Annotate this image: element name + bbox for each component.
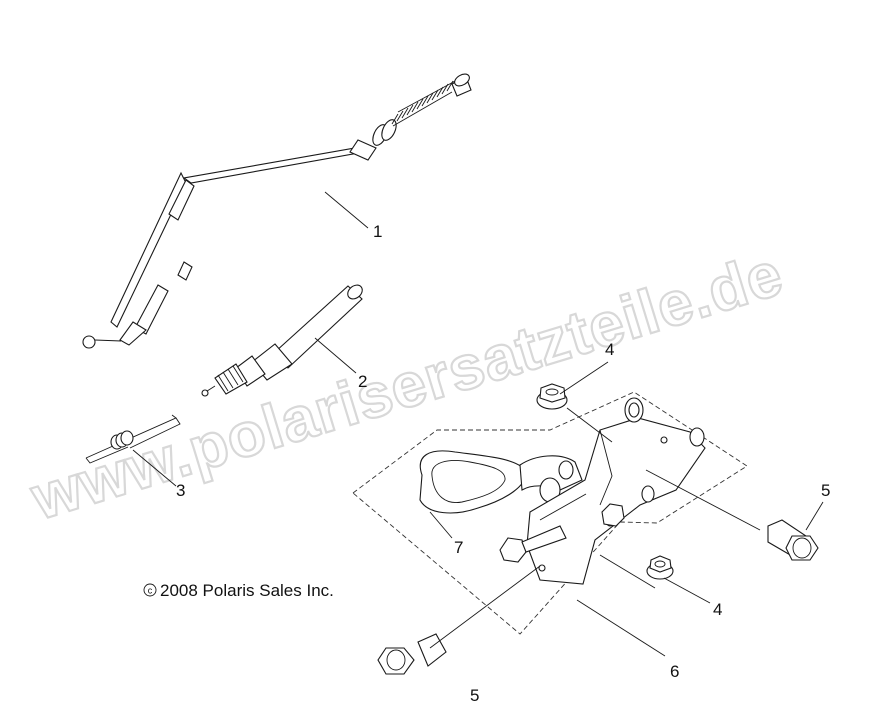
- lever-part-7: [419, 450, 583, 514]
- callout-4-upper: 4: [605, 340, 614, 359]
- callout-1: 1: [373, 222, 382, 241]
- assembly-outline: [352, 391, 748, 635]
- flange-bolt-part-5-right: [767, 519, 819, 561]
- callout-2: 2: [358, 372, 367, 391]
- callout-7: 7: [454, 538, 463, 557]
- spring-coils: [391, 79, 458, 127]
- leader-lines: [132, 191, 824, 657]
- callout-3: 3: [176, 481, 185, 500]
- cable-part-1: [82, 73, 472, 349]
- copyright-symbol: c: [148, 586, 153, 596]
- copyright-text: 2008 Polaris Sales Inc.: [160, 581, 334, 600]
- callout-4-lower: 4: [713, 600, 722, 619]
- flange-nut-part-4-upper: [536, 383, 568, 410]
- bracket-part-6: [499, 397, 706, 585]
- copyright-icon: [143, 583, 157, 597]
- flange-nut-part-4-lower: [646, 555, 674, 580]
- copyright: c 2008 Polaris Sales Inc.: [143, 581, 334, 600]
- torsion-spring-part-3: [85, 414, 181, 464]
- callout-5-left: 5: [470, 686, 479, 705]
- callout-5-right: 5: [821, 481, 830, 500]
- callout-6: 6: [670, 662, 679, 681]
- sensor-part-2: [201, 284, 363, 397]
- flange-bolt-part-5-left: [377, 633, 447, 675]
